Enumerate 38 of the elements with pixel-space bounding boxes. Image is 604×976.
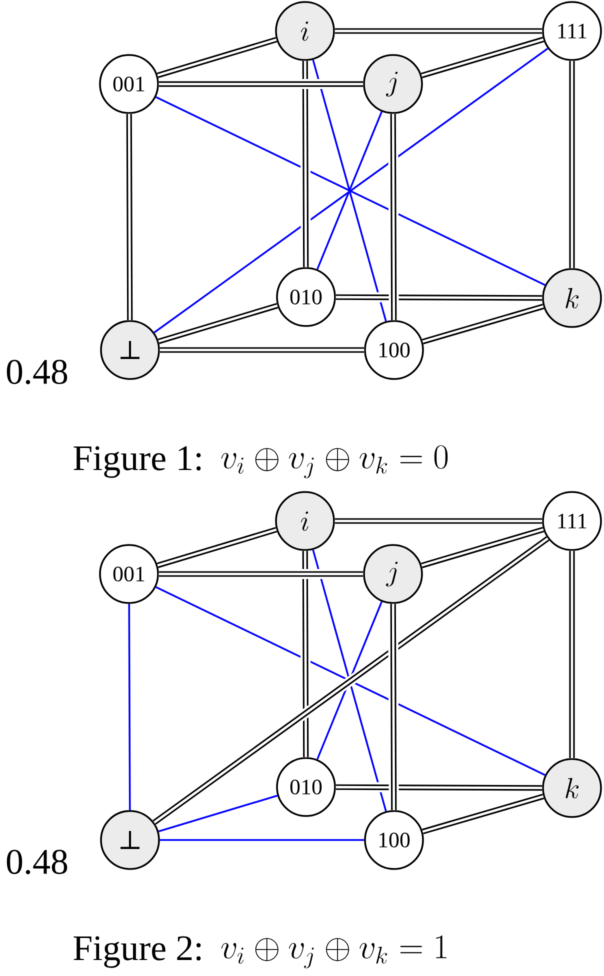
double-line bbox=[156, 524, 278, 570]
double-line bbox=[151, 534, 551, 827]
double-line bbox=[334, 26, 542, 36]
double-line bbox=[420, 524, 545, 570]
double-line bbox=[300, 550, 311, 758]
double-line bbox=[158, 79, 364, 90]
connecting-line bbox=[160, 839, 364, 841]
connecting-line bbox=[312, 550, 387, 812]
connecting-line bbox=[154, 48, 548, 334]
double-line bbox=[421, 792, 545, 836]
connecting-line bbox=[312, 60, 387, 322]
connecting-line bbox=[156, 96, 546, 286]
caption-formula: $v_i \oplus v_j \oplus v_k = 0$ bbox=[221, 445, 448, 478]
double-line bbox=[567, 550, 577, 758]
double-line bbox=[158, 569, 364, 579]
connecting-line bbox=[156, 586, 546, 776]
double-line bbox=[336, 292, 542, 303]
double-line bbox=[567, 60, 577, 268]
double-line bbox=[124, 114, 135, 320]
double-line bbox=[421, 302, 545, 346]
double-line bbox=[388, 604, 399, 810]
connecting-line bbox=[316, 601, 383, 760]
double-line bbox=[156, 34, 278, 80]
connecting-line bbox=[158, 794, 278, 832]
double-line bbox=[388, 114, 399, 320]
value-label: 0.48 bbox=[6, 850, 68, 874]
caption-text: Figure 1: bbox=[74, 446, 201, 478]
double-line bbox=[160, 345, 364, 355]
double-line bbox=[157, 300, 279, 346]
double-line bbox=[300, 60, 311, 268]
double-line bbox=[420, 34, 545, 80]
connecting-line bbox=[316, 111, 383, 270]
double-line bbox=[334, 516, 542, 526]
caption-text: Figure 2: bbox=[74, 936, 201, 968]
double-line bbox=[336, 782, 542, 793]
value-label: 0.48 bbox=[6, 360, 68, 384]
connecting-line bbox=[128, 604, 131, 810]
caption-formula: $v_i \oplus v_j \oplus v_k = 1$ bbox=[221, 935, 446, 968]
